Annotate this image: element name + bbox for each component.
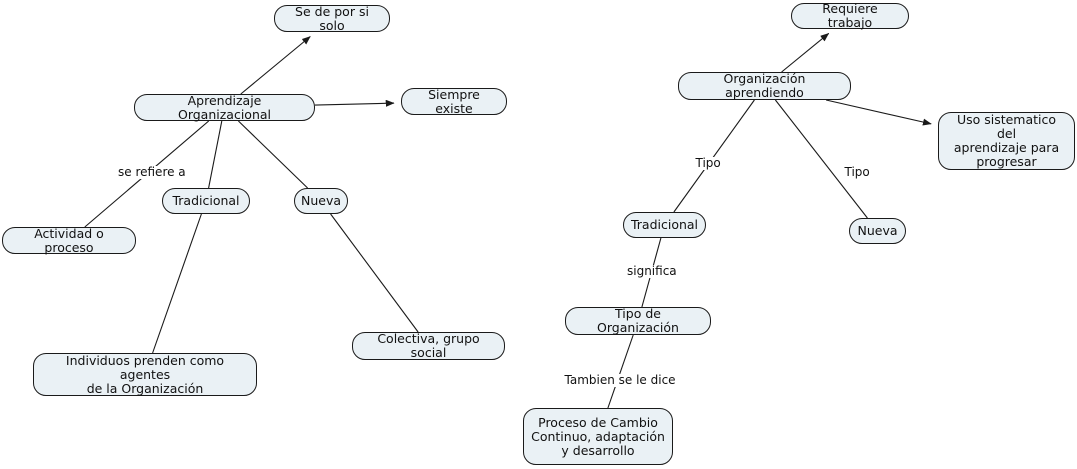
- label-tambien-se-le-dice[interactable]: Tambien se le dice: [563, 372, 677, 387]
- edge-ao-to-sedepor: [240, 36, 311, 95]
- node-actividad-o-proceso[interactable]: Actividad o proceso: [2, 226, 136, 254]
- label-tipo-nueva[interactable]: Tipo: [843, 164, 871, 179]
- node-tipo-de-organizacion[interactable]: Tipo de Organización: [565, 307, 711, 335]
- edge-ao-to-nueva: [238, 120, 308, 189]
- node-individuos-prenden[interactable]: Individuos prenden como agentes de la Or…: [33, 353, 257, 396]
- node-se-de-por-si-solo[interactable]: Se de por si solo: [274, 4, 390, 32]
- node-proceso-de-cambio[interactable]: Proceso de Cambio Continuo, adaptación y…: [523, 408, 673, 465]
- edge-tipo-to-proceso: [607, 334, 634, 409]
- edge-oa-to-requiere: [781, 32, 830, 73]
- edge-tradicional-to-individuos: [152, 213, 202, 354]
- edge-ao-to-siempre: [314, 99, 395, 107]
- edge-nueva-to-colectiva: [330, 213, 419, 333]
- label-tipo-tradicional[interactable]: Tipo: [694, 155, 722, 170]
- edge-oa-to-nueva: [774, 99, 868, 219]
- node-organizacion-aprendiendo[interactable]: Organización aprendiendo: [678, 72, 851, 100]
- node-aprendizaje-organizacional[interactable]: Aprendizaje Organizacional: [134, 93, 315, 121]
- node-siempre-existe[interactable]: Siempre existe: [401, 87, 507, 115]
- label-significa[interactable]: significa: [626, 263, 678, 278]
- node-tradicional-der[interactable]: Tradicional: [623, 212, 706, 238]
- node-requiere-trabajo[interactable]: Requiere trabajo: [791, 2, 909, 30]
- label-se-refiere-a[interactable]: se refiere a: [117, 164, 187, 179]
- edge-ao-to-tradicional: [208, 120, 223, 189]
- node-tradicional-izq[interactable]: Tradicional: [162, 188, 250, 214]
- node-nueva-der[interactable]: Nueva: [849, 218, 906, 244]
- node-uso-sistematico[interactable]: Uso sistematico del aprendizaje para pro…: [938, 112, 1075, 170]
- node-nueva-izq[interactable]: Nueva: [294, 188, 348, 214]
- edge-oa-to-uso: [825, 99, 932, 126]
- node-colectiva-grupo-social[interactable]: Colectiva, grupo social: [352, 332, 505, 360]
